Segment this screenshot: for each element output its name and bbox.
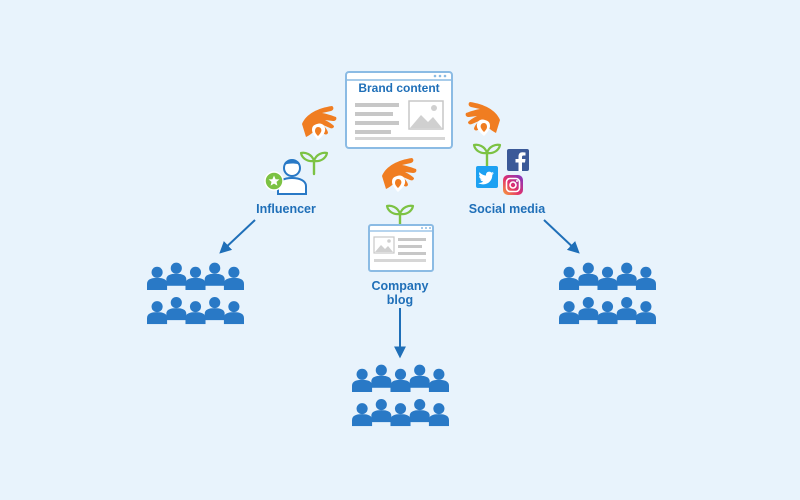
company-blog-label-line2: blog (386, 293, 414, 307)
webpage-card-icon (345, 71, 453, 149)
arrow-icon (219, 219, 256, 254)
company-blog-label-line1: Company (371, 279, 429, 293)
influencer-avatar-icon (264, 159, 307, 195)
brand-content-card: Brand content (345, 71, 453, 149)
brand-content-label: Brand content (358, 81, 440, 95)
audience-group-icon (352, 363, 449, 429)
star-badge-icon (264, 171, 284, 191)
company-blog-card-icon (368, 224, 434, 272)
facebook-icon (507, 149, 529, 171)
influencer-label: Influencer (256, 202, 316, 216)
instagram-icon (503, 175, 523, 195)
audience-group-icon (559, 261, 656, 327)
audience-group-icon (147, 261, 244, 327)
social-media-label: Social media (468, 202, 546, 216)
company-blog-label: Company blog (352, 279, 448, 307)
arrow-icon (543, 219, 580, 254)
twitter-icon (476, 166, 498, 188)
